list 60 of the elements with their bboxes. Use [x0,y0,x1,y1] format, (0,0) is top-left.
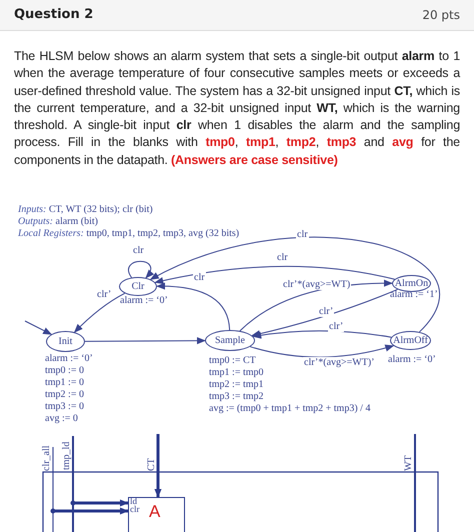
transition-arrow [128,260,154,279]
edge-label: clr’*(avg>=WT)’ [303,357,376,368]
transition-arrow [53,507,129,515]
signal-name: WT [403,455,414,471]
pin-name: clr [130,505,140,514]
state-action: alarm := ‘0’ [120,295,168,306]
transition-arrow [250,344,394,358]
state-ellipse [392,275,431,292]
edge-label: clr’ [328,321,344,332]
state-name: Sample [215,335,245,346]
signal-name: clr_all [41,445,52,471]
state-action: avg := (tmp0 + tmp1 + tmp2 + tmp3) / 4 [209,403,370,414]
state-action: tmp2 := 0 [45,389,84,400]
edge-label: clr [276,252,289,263]
question-text: The HLSM below shows an alarm system that sets a single-bit output alarm to 1 when the average temperature of four consecutive samples meets or exceeds a user-defined threshold value. The system has a 32-bit unsigned input CT, which is the current temperature, and a 32-bit unsigned input WT, which is the warning threshold. A single-bit input clr when 1 disables the alarm and the sampling process. Fill in the blanks with tmp0, tmp1, tmp2, tmp3 and avg for the components in the datapath. (Answers are case sensitive) [14,48,460,169]
state-action: tmp3 := tmp2 [209,391,264,402]
edge-label: clr’ [318,306,334,317]
pin-name: ld [130,497,138,506]
state-action: tmp0 := CT [209,355,256,366]
transition-arrow [150,236,440,332]
transition-arrow [156,282,230,330]
signal-name: CT [146,458,157,471]
transition-arrow [24,320,52,335]
state-action: tmp0 := 0 [45,365,84,376]
register-box [128,497,185,532]
signal-name: tmp_ld [61,442,72,470]
edge-label: clr’ [96,289,112,300]
points-label: 20 pts [421,8,460,22]
state-name: Clr [132,281,144,292]
transition-arrow [252,330,392,339]
state-ellipse [46,331,85,352]
outputs-note: Outputs: alarm (bit) [18,216,98,227]
transition-arrow [73,499,129,507]
state-name: AlrmOff [393,335,428,346]
state-action: tmp1 := tmp0 [209,367,264,378]
edge-label: clr’*(avg>=WT) [282,279,352,290]
state-ellipse [119,277,157,296]
state-name: AlrmOn [394,278,428,289]
edge-label: clr [132,245,145,256]
state-action: alarm := ‘0’ [45,353,93,364]
state-action: alarm := ‘1’ [390,289,438,300]
state-ellipse [205,330,255,351]
state-action: tmp3 := 0 [45,401,84,412]
question-title: Question 2 [14,7,94,22]
transition-arrow [251,288,398,338]
state-ellipse [390,331,431,350]
state-action: tmp1 := 0 [45,377,84,388]
transition-arrow [154,434,162,498]
inputs-note: Inputs: CT, WT (32 bits); clr (bit) [18,204,153,215]
transition-arrow [74,292,126,333]
state-name: Init [58,336,72,347]
register-name: A [149,502,160,522]
state-action: alarm := ‘0’ [388,354,436,365]
registers-note: Local Registers: tmp0, tmp1, tmp2, tmp3, avg (32 bits) [18,228,240,239]
transition-arrow [84,337,206,344]
state-action: tmp2 := tmp1 [209,379,264,390]
state-action: avg := 0 [45,413,78,424]
transition-arrow [154,266,396,284]
edge-label: clr [193,272,206,283]
edge-label: clr [296,229,309,240]
